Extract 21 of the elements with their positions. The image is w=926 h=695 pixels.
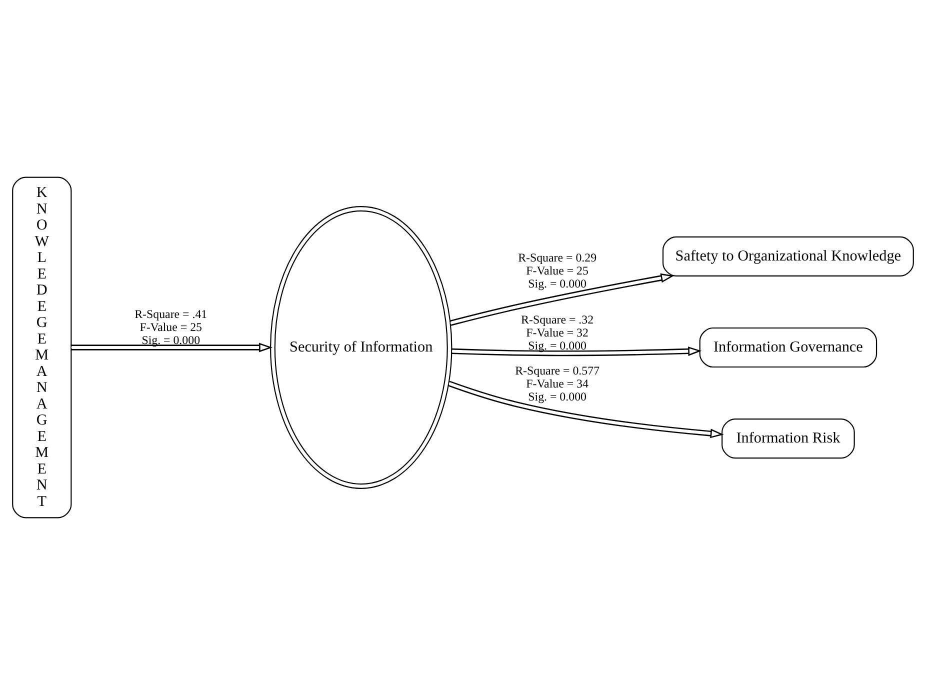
arrow <box>450 273 674 326</box>
arrow <box>448 380 724 438</box>
node-box: Information Risk <box>722 418 855 459</box>
edge-label: Sig. = 0.000 <box>528 389 586 404</box>
arrow <box>71 342 272 352</box>
arrow <box>452 346 702 356</box>
edge-label: F-Value = 25 <box>140 320 202 334</box>
edge-label: R-Square = .32 <box>521 312 594 326</box>
edge-label: Sig. = 0.000 <box>142 333 200 348</box>
edge-label: Sig. = 0.000 <box>528 338 586 352</box>
node-box: Saftety to Organizational Knowledge <box>662 236 914 276</box>
edge-label: F-Value = 34 <box>526 376 588 390</box>
edge-label: R-Square = 0.577 <box>515 363 600 378</box>
edge-label: Sig. = 0.000 <box>528 276 586 291</box>
edge-label: F-Value = 32 <box>526 325 588 340</box>
edge-label: R-Square = 0.29 <box>518 250 597 265</box>
node-box: K N O W L E D E G E M A N A G E M E N T <box>12 176 72 518</box>
node-ellipse: Security of Information <box>270 206 452 489</box>
edge-label: F-Value = 25 <box>526 264 588 278</box>
edge-label: R-Square = .41 <box>134 307 208 322</box>
node-box: Information Governance <box>699 327 878 368</box>
